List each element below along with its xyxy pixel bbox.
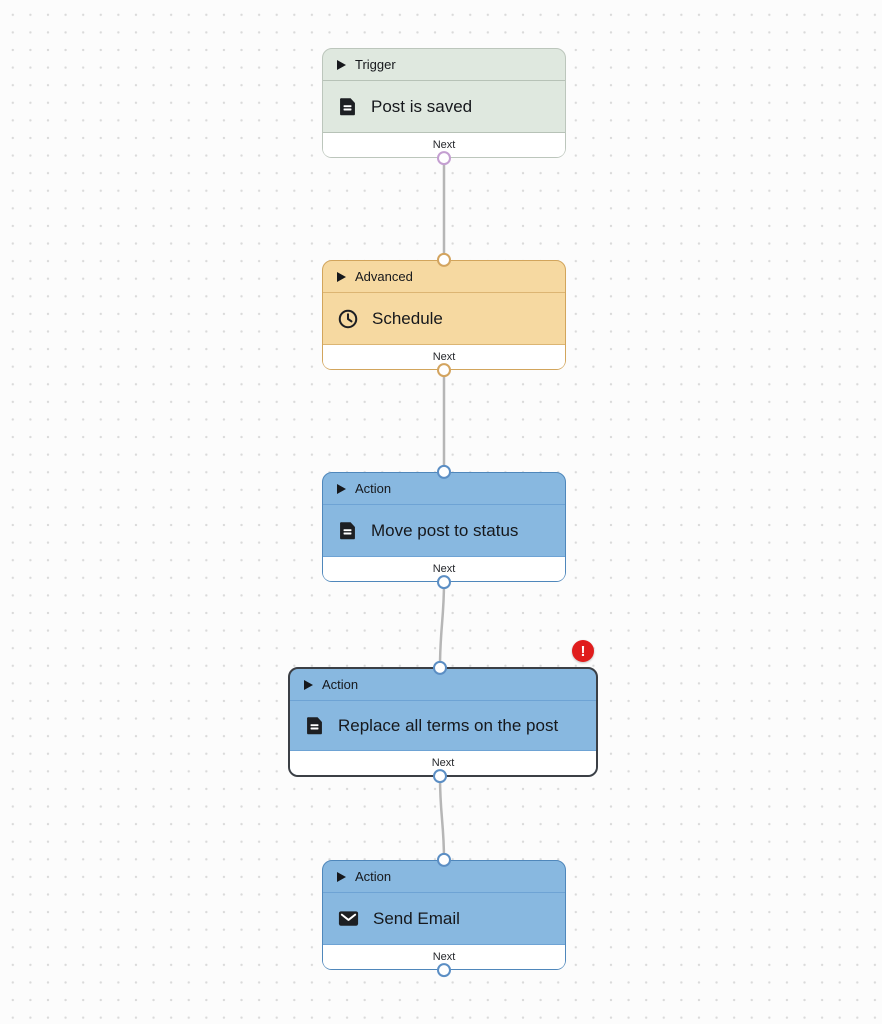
node-body: Post is saved	[323, 81, 565, 132]
edge-replace-to-sendemail	[438, 776, 446, 861]
collapse-caret-icon[interactable]	[304, 679, 313, 690]
node-title: Schedule	[372, 308, 443, 328]
node-category-label: Action	[322, 677, 359, 692]
node-body: Move post to status	[323, 505, 565, 556]
envelope-icon	[337, 907, 360, 930]
node-category-label: Trigger	[355, 57, 396, 72]
node-title: Move post to status	[371, 520, 519, 540]
next-label: Next	[432, 139, 456, 151]
node-header: Action	[323, 473, 565, 505]
collapse-caret-icon[interactable]	[337, 483, 346, 494]
node-replace-all-terms[interactable]: ! Action Replace all terms on the post N…	[288, 640, 598, 784]
node-title: Replace all terms on the post	[338, 715, 559, 735]
input-port[interactable]	[437, 852, 451, 867]
node-body: Schedule	[323, 293, 565, 344]
collapse-caret-icon[interactable]	[337, 59, 346, 70]
collapse-caret-icon[interactable]	[337, 271, 346, 282]
post-document-icon	[337, 96, 358, 117]
node-header: Action	[323, 861, 565, 893]
error-badge-icon[interactable]: !	[572, 640, 594, 662]
output-port[interactable]	[433, 769, 447, 784]
node-title: Send Email	[373, 908, 460, 928]
input-port[interactable]	[433, 660, 447, 675]
post-document-icon	[337, 520, 358, 541]
output-port[interactable]	[437, 151, 451, 166]
node-footer: Next	[323, 344, 565, 369]
node-move-post-to-status[interactable]: Action Move post to status Next	[322, 464, 566, 590]
node-body: Replace all terms on the post	[290, 701, 596, 750]
clock-icon	[337, 308, 359, 330]
post-document-icon	[304, 715, 325, 736]
node-send-email[interactable]: Action Send Email Next	[322, 852, 566, 978]
node-header: Action	[290, 669, 596, 701]
node-schedule[interactable]: Advanced Schedule Next	[322, 252, 566, 378]
node-post-is-saved[interactable]: Trigger Post is saved Next	[322, 48, 566, 166]
node-body: Send Email	[323, 893, 565, 944]
node-category-label: Advanced	[355, 269, 413, 284]
node-category-label: Action	[355, 869, 392, 884]
node-header: Trigger	[323, 49, 565, 81]
next-label: Next	[432, 951, 456, 963]
node-title: Post is saved	[371, 96, 473, 116]
output-port[interactable]	[437, 363, 451, 378]
output-port[interactable]	[437, 575, 451, 590]
node-category-label: Action	[355, 481, 392, 496]
next-label: Next	[432, 563, 456, 575]
output-port[interactable]	[437, 963, 451, 978]
input-port[interactable]	[437, 252, 451, 267]
collapse-caret-icon[interactable]	[337, 871, 346, 882]
next-label: Next	[431, 757, 455, 769]
edge-movepost-to-replace	[438, 581, 446, 668]
next-label: Next	[432, 351, 456, 363]
node-header: Advanced	[323, 261, 565, 293]
input-port[interactable]	[437, 464, 451, 479]
error-symbol: !	[580, 642, 586, 660]
